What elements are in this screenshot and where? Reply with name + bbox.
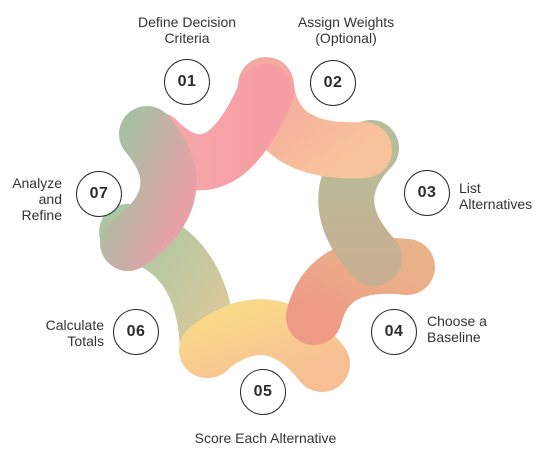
step-06-number: 06 [126,323,146,340]
step-05-number: 05 [253,383,273,400]
step-01-badge: 01 [164,59,210,105]
petal-05 [179,299,350,392]
petal-07 [100,106,197,271]
step-05-badge: 05 [240,369,286,415]
step-06-label: Calculate Totals [45,317,104,349]
step-04-number: 04 [384,323,404,340]
step-01-label: Define Decision Criteria [137,14,237,46]
step-03-number: 03 [417,184,437,201]
step-04-badge: 04 [371,309,417,355]
step-01-number: 01 [177,73,197,90]
step-04-label: Choose a Baseline [427,313,487,345]
step-03-label: List Alternatives [459,180,533,212]
step-02-label: Assign Weights (Optional) [297,14,395,46]
step-05-label: Score Each Alternative [194,430,337,446]
step-07-label: Analyze and Refine [12,175,62,223]
step-07-badge: 07 [76,171,122,217]
step-06-badge: 06 [113,309,159,355]
step-07-number: 07 [89,185,109,202]
step-02-number: 02 [323,74,343,91]
step-03-badge: 03 [404,170,450,216]
step-02-badge: 02 [310,60,356,106]
